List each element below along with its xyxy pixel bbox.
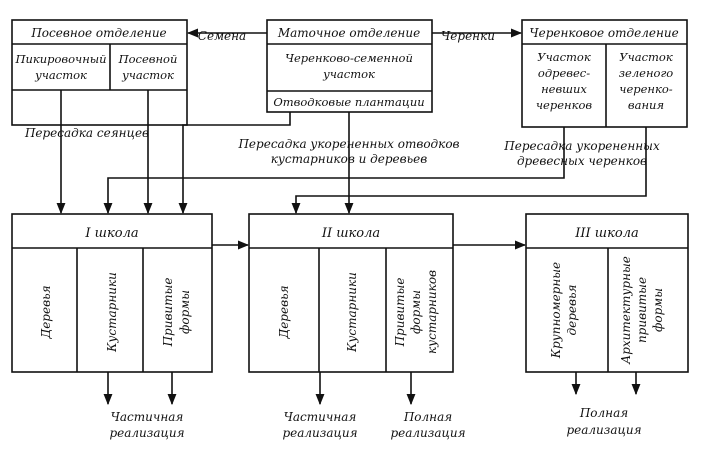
layering-flows: Пересадка укорененных отводков кустарник… — [178, 112, 460, 215]
layers-transplant-line2: кустарников и деревьев — [271, 152, 428, 166]
seedling-flows: Пересадка сеянцев — [24, 90, 153, 215]
pricking-plot-line2: участок — [34, 68, 87, 82]
sowing-plot-line2: участок — [121, 68, 174, 82]
school-2-title: II школа — [321, 226, 380, 241]
school-1-title: I школа — [84, 226, 138, 241]
school-1-grafted-line2: формы — [178, 290, 192, 334]
seedling-transplant-label: Пересадка сеянцев — [24, 126, 149, 140]
school-3-title: III школа — [574, 226, 638, 241]
school-2: II школа Деревья Кустарники Привитые фор… — [248, 213, 466, 440]
school-3-large-trees-line2: деревья — [565, 284, 579, 335]
mother-department-title: Маточное отделение — [277, 26, 420, 40]
cutting-department-title: Черенковое отделение — [529, 26, 678, 40]
pricking-plot-line1: Пикировочный — [14, 52, 106, 66]
school-3-arch-line2: привитые — [635, 277, 649, 343]
seeding-department: Посевное отделение Пикировочный участок … — [11, 19, 188, 126]
school-1-output-line1: Частичная — [111, 410, 184, 424]
school-2-grafted-line1: Привитые — [393, 278, 407, 348]
cuttings-label: Черенки — [441, 29, 495, 43]
school-2-shrubs: Кустарники — [345, 272, 359, 353]
school-1: I школа Деревья Кустарники Привитые форм… — [11, 213, 213, 440]
seeding-department-title: Посевное отделение — [30, 26, 166, 40]
cutting-department: Черенковое отделение Участок одревес- не… — [521, 19, 688, 128]
woody-transplant-line1: Пересадка укорененных — [503, 139, 660, 153]
school-2-grafted-line3: кустарников — [425, 270, 439, 354]
school-3: III школа Крупномерные деревья Архитекту… — [525, 213, 689, 437]
school-3-large-trees-line1: Крупномерные — [549, 262, 563, 359]
school-3-output-line2: реализация — [566, 423, 641, 437]
green-plot-line4: вания — [628, 98, 664, 112]
school-1-grafted-line1: Привитые — [161, 278, 175, 348]
school-3-arch-line1: Архитектурные — [619, 256, 633, 365]
layering-plantations: Отводковые плантации — [273, 95, 424, 109]
school-2-output2-line1: Полная — [403, 410, 452, 424]
school-2-output2-line2: реализация — [390, 426, 465, 440]
woody-plot-line4: черенков — [536, 98, 592, 112]
school-2-output1-line2: реализация — [282, 426, 357, 440]
green-plot-line1: Участок — [619, 50, 673, 64]
school-2-output1-line1: Частичная — [284, 410, 357, 424]
mother-department: Маточное отделение Черенково-семенной уч… — [266, 19, 433, 113]
sowing-plot-line1: Посевной — [118, 52, 178, 66]
school-2-grafted-line2: формы — [409, 290, 423, 334]
green-plot-line3: черенко- — [619, 82, 672, 96]
woody-plot-line3: невших — [541, 82, 587, 96]
woody-transplant-line2: древесных черенков — [517, 154, 647, 168]
green-plot-line2: зеленого — [619, 66, 674, 80]
school-1-shrubs: Кустарники — [105, 272, 119, 353]
school-3-output-line1: Полная — [579, 406, 628, 420]
school-3-arch-line3: формы — [651, 288, 665, 332]
school-1-output-line2: реализация — [109, 426, 184, 440]
layers-transplant-line1: Пересадка укорененных отводков — [237, 137, 459, 151]
woody-plot-line1: Участок — [537, 50, 591, 64]
woody-cuttings-flows: Пересадка укорененных древесных черенков — [103, 127, 660, 215]
school-1-trees: Деревья — [39, 285, 53, 339]
seeds-label: Семена — [198, 29, 246, 43]
cutting-seed-plot-line2: участок — [322, 67, 375, 81]
cutting-seed-plot-line1: Черенково-семенной — [285, 51, 413, 65]
top-flows: Семена Черенки — [186, 28, 523, 43]
woody-plot-line2: одревес- — [538, 66, 590, 80]
school-2-trees: Деревья — [277, 285, 291, 339]
